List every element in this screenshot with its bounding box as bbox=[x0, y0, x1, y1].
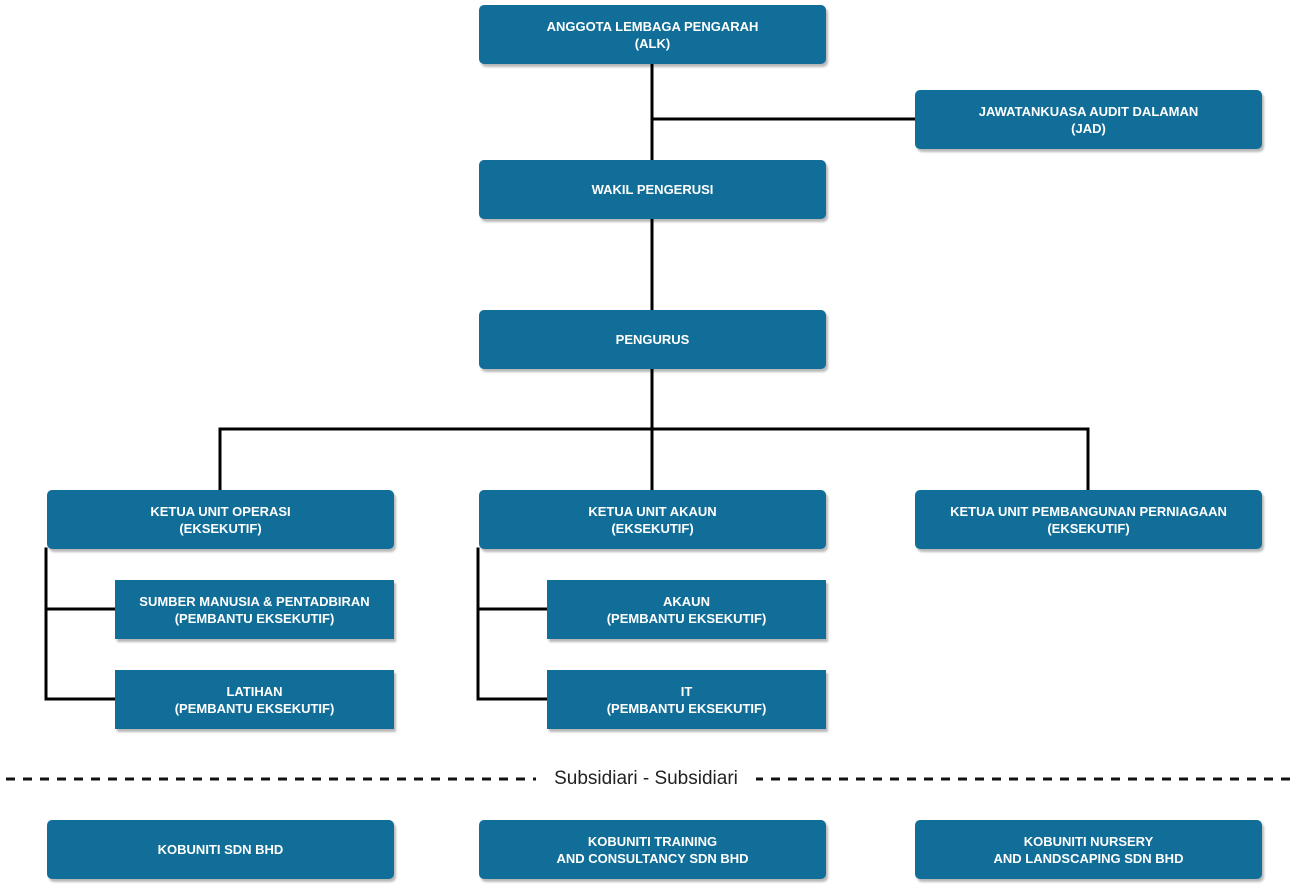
subsidiary-title: KOBUNITI SDN BHD bbox=[157, 842, 284, 857]
subsidiary-divider-label: Subsidiari - Subsidiari bbox=[536, 767, 756, 791]
node-wakil-pengerusi: WAKIL PENGERUSI bbox=[479, 160, 826, 219]
node-sumber-subtitle: (PEMBANTU EKSEKUTIF) bbox=[174, 610, 335, 626]
node-jad-subtitle: (JAD) bbox=[1071, 120, 1106, 136]
node-jad-title: JAWATANKUASA AUDIT DALAMAN bbox=[978, 103, 1199, 119]
node-ketua-unit-akaun: KETUA UNIT AKAUN (EKSEKUTIF) bbox=[479, 490, 826, 549]
subsidiary-subtitle: AND LANDSCAPING SDN BHD bbox=[993, 850, 1184, 866]
subsidiary-kobuniti-nursery: KOBUNITI NURSERY AND LANDSCAPING SDN BHD bbox=[915, 820, 1262, 879]
subsidiary-kobuniti-sdn-bhd: KOBUNITI SDN BHD bbox=[47, 820, 394, 879]
node-akaun-head-subtitle: (EKSEKUTIF) bbox=[611, 520, 694, 536]
node-it: IT (PEMBANTU EKSEKUTIF) bbox=[547, 670, 826, 729]
node-akaun-title: AKAUN bbox=[663, 593, 710, 609]
node-akaun-subtitle: (PEMBANTU EKSEKUTIF) bbox=[606, 610, 767, 626]
subsidiary-title: KOBUNITI TRAINING bbox=[587, 833, 718, 849]
subsidiary-kobuniti-training: KOBUNITI TRAINING AND CONSULTANCY SDN BH… bbox=[479, 820, 826, 879]
node-jad: JAWATANKUASA AUDIT DALAMAN (JAD) bbox=[915, 90, 1262, 149]
subsidiary-subtitle: AND CONSULTANCY SDN BHD bbox=[556, 850, 749, 866]
node-latihan: LATIHAN (PEMBANTU EKSEKUTIF) bbox=[115, 670, 394, 729]
node-operasi-subtitle: (EKSEKUTIF) bbox=[179, 520, 262, 536]
node-pengurus-title: PENGURUS bbox=[615, 332, 690, 347]
node-it-title: IT bbox=[680, 683, 693, 699]
subsidiary-title: KOBUNITI NURSERY bbox=[1023, 833, 1154, 849]
node-perniagaan-title: KETUA UNIT PEMBANGUNAN PERNIAGAAN bbox=[950, 503, 1227, 519]
node-akaun: AKAUN (PEMBANTU EKSEKUTIF) bbox=[547, 580, 826, 639]
node-ketua-unit-pembangunan-perniagaan: KETUA UNIT PEMBANGUNAN PERNIAGAAN (EKSEK… bbox=[915, 490, 1262, 549]
node-alk: ANGGOTA LEMBAGA PENGARAH (ALK) bbox=[479, 5, 826, 64]
node-latihan-title: LATIHAN bbox=[226, 683, 283, 699]
node-sumber-title: SUMBER MANUSIA & PENTADBIRAN bbox=[139, 593, 370, 609]
node-perniagaan-subtitle: (EKSEKUTIF) bbox=[1047, 520, 1130, 536]
node-ketua-unit-operasi: KETUA UNIT OPERASI (EKSEKUTIF) bbox=[47, 490, 394, 549]
node-it-subtitle: (PEMBANTU EKSEKUTIF) bbox=[606, 700, 767, 716]
node-pengurus: PENGURUS bbox=[479, 310, 826, 369]
node-wakil-title: WAKIL PENGERUSI bbox=[591, 182, 714, 197]
node-operasi-title: KETUA UNIT OPERASI bbox=[150, 503, 291, 519]
node-alk-title: ANGGOTA LEMBAGA PENGARAH bbox=[546, 18, 759, 34]
node-akaun-head-title: KETUA UNIT AKAUN bbox=[588, 503, 717, 519]
node-latihan-subtitle: (PEMBANTU EKSEKUTIF) bbox=[174, 700, 335, 716]
node-sumber-manusia: SUMBER MANUSIA & PENTADBIRAN (PEMBANTU E… bbox=[115, 580, 394, 639]
node-alk-subtitle: (ALK) bbox=[634, 35, 671, 51]
